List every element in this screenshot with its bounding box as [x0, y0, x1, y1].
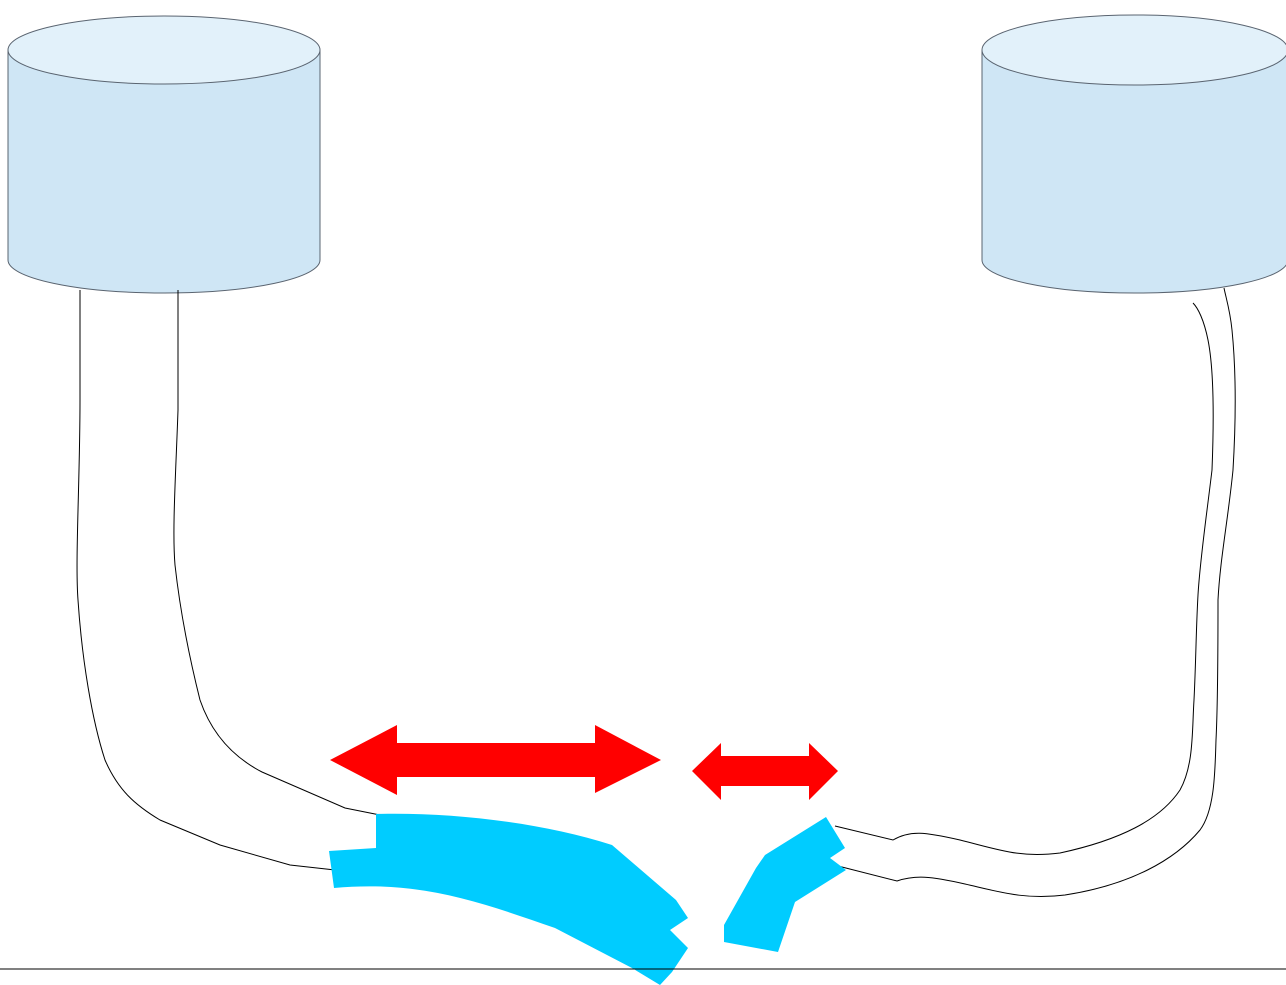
left-tank-body — [7, 49, 321, 294]
right-pipe-lower-line — [837, 287, 1236, 898]
left-pipe-inner-line — [173, 290, 381, 816]
right-connector — [724, 817, 846, 952]
left-pipe-outer-line — [76, 290, 336, 871]
left-tank-top — [7, 15, 321, 85]
left-tank — [7, 15, 321, 294]
right-pipe-upper-line — [834, 302, 1214, 856]
large-double-arrow — [330, 725, 661, 795]
right-connector-shape — [724, 817, 846, 952]
left-connector-shape — [329, 813, 688, 985]
left-pipe — [76, 290, 381, 871]
right-pipe — [834, 287, 1236, 898]
right-tank — [981, 14, 1286, 294]
right-tank-body — [981, 49, 1286, 294]
double-arrow-icon — [692, 743, 838, 800]
left-connector — [329, 813, 688, 985]
small-double-arrow — [692, 743, 838, 800]
double-arrow-icon — [330, 725, 661, 795]
right-tank-top — [981, 14, 1286, 86]
